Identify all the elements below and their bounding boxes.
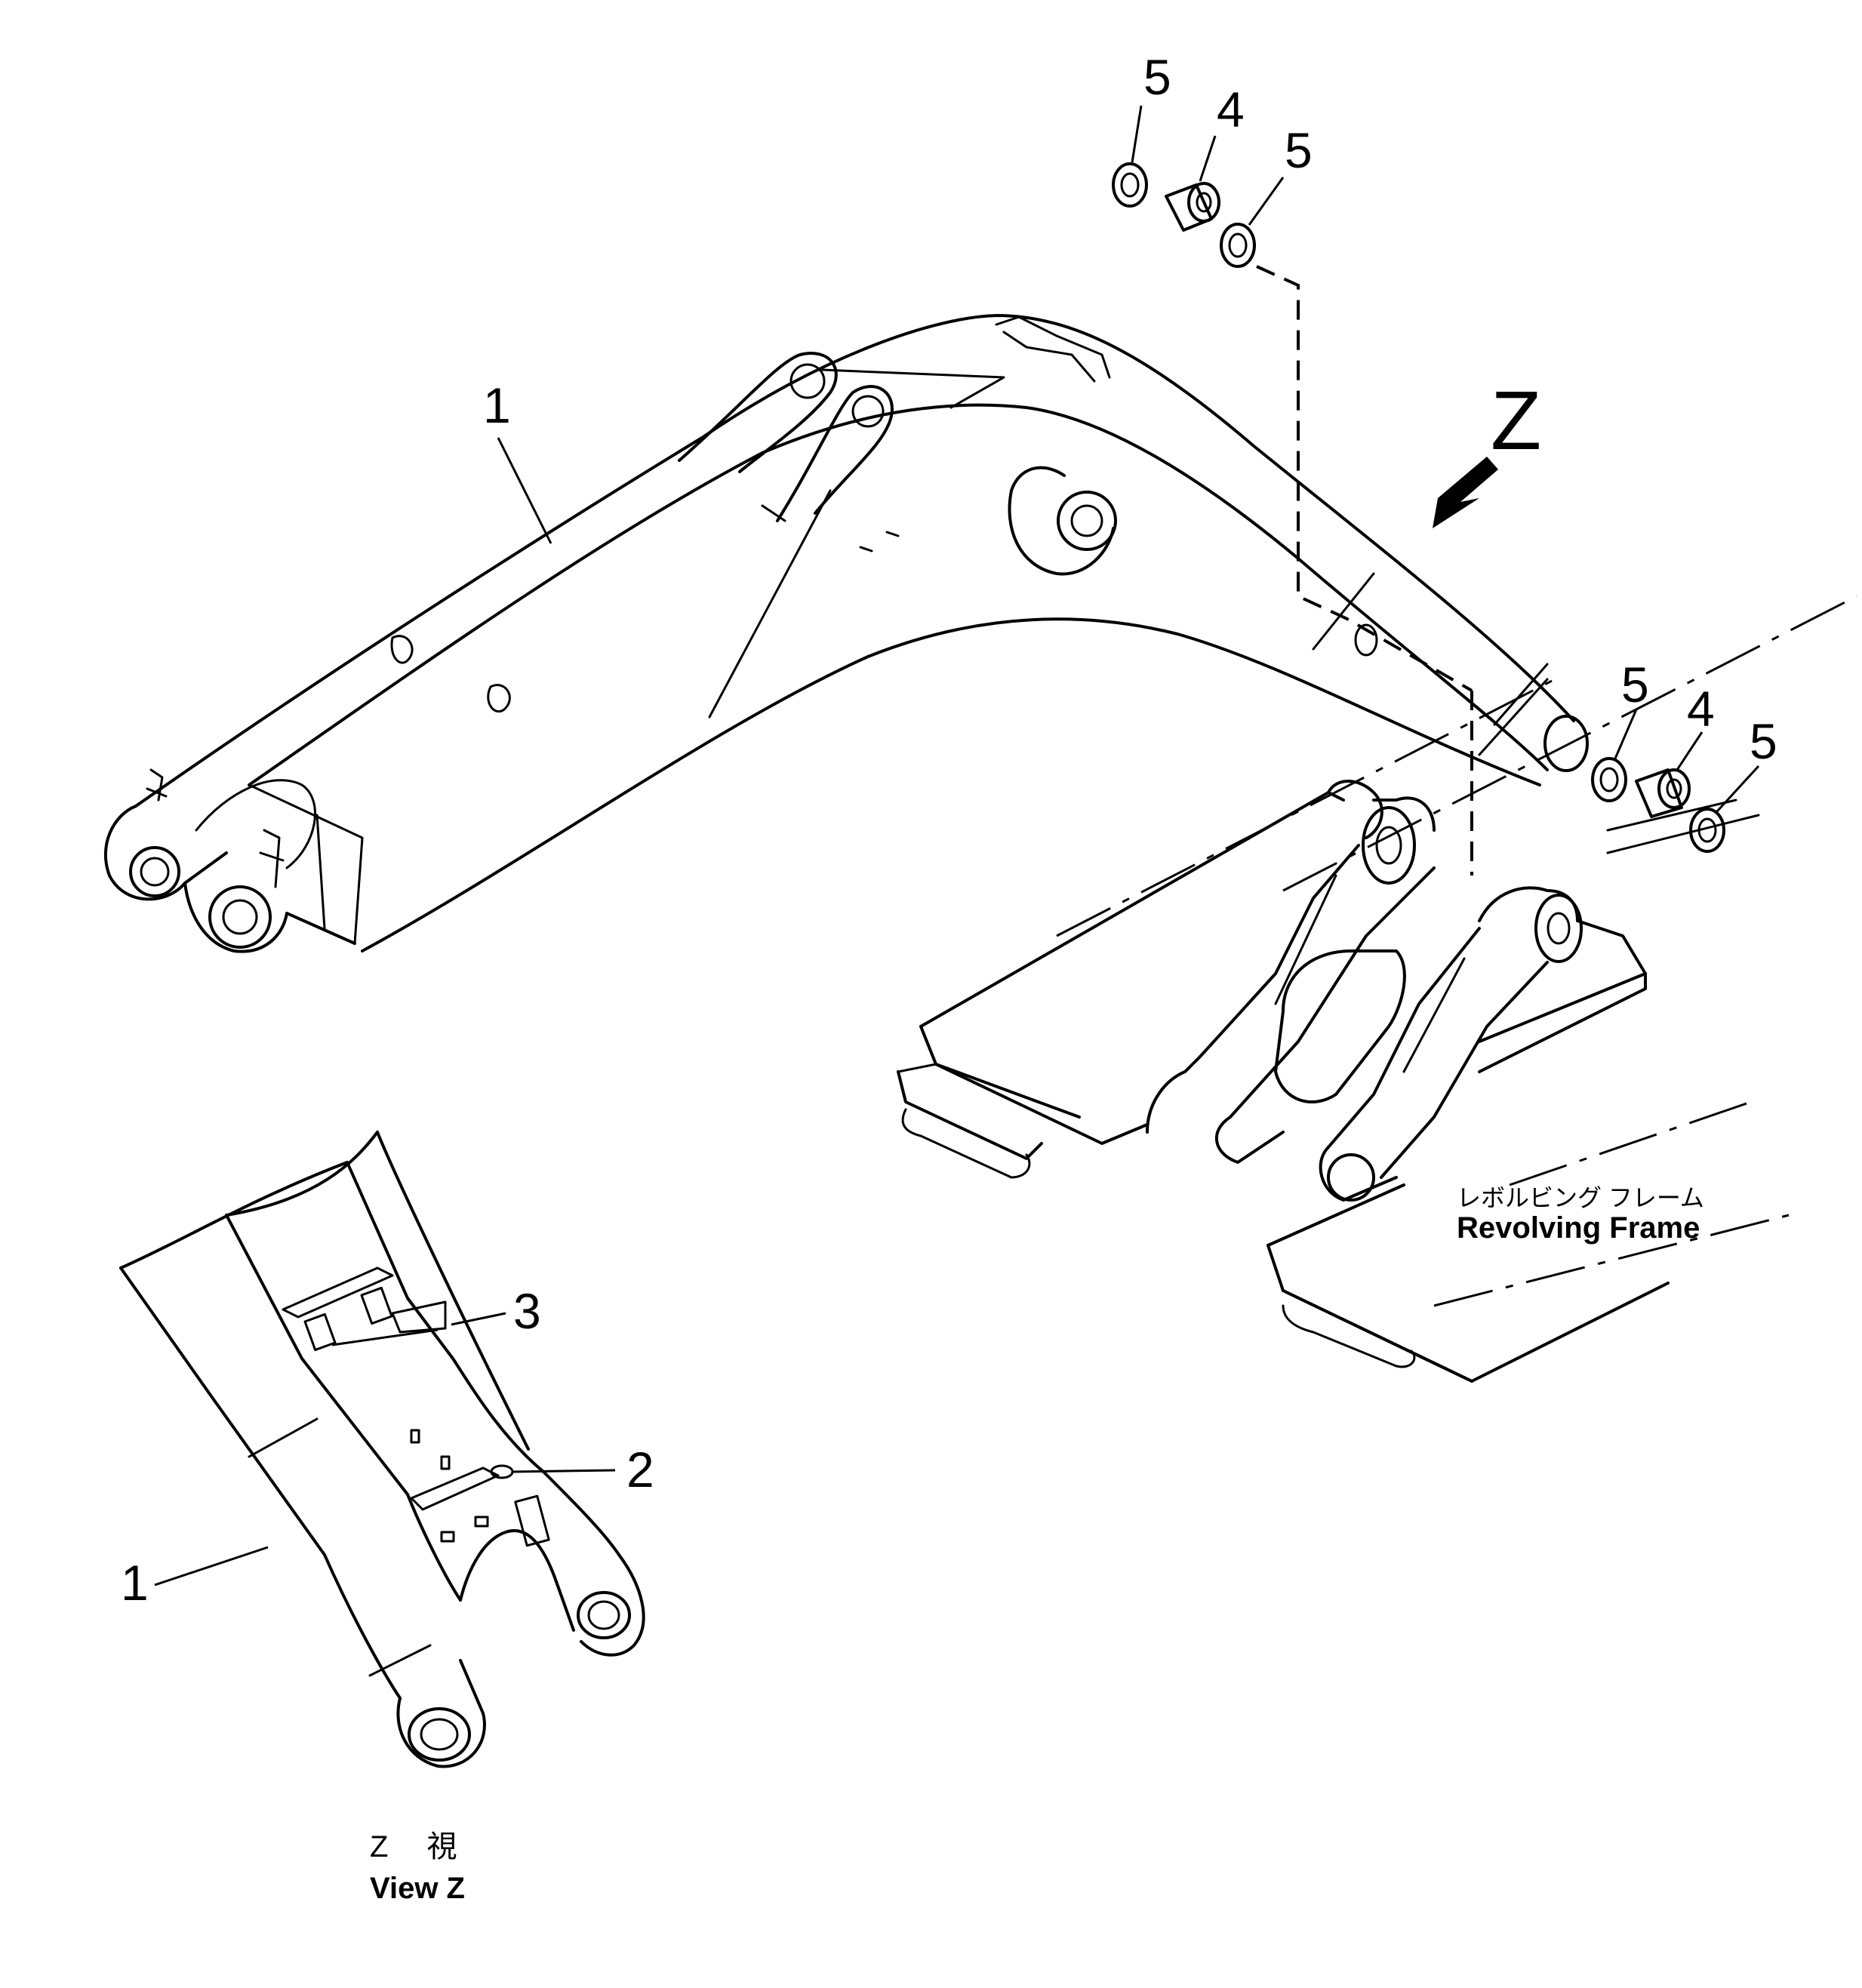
callout-bushing-right: 4 bbox=[1687, 681, 1715, 737]
callout-bushing-top: 4 bbox=[1217, 82, 1245, 137]
callout-seal-right-left: 5 bbox=[1621, 657, 1649, 712]
callout-seal-top-left: 5 bbox=[1143, 49, 1171, 105]
callout-boom-view-z: 1 bbox=[121, 1555, 149, 1611]
view-z-arrow bbox=[1433, 457, 1498, 528]
revolving-frame-label-ja: レボルビング フレーム bbox=[1457, 1184, 1704, 1211]
boom-callout-leader bbox=[497, 437, 552, 544]
callout-boom-main: 1 bbox=[483, 377, 511, 433]
view-z-caption-en: View Z bbox=[370, 1872, 465, 1905]
assembly-dashed-lines bbox=[1256, 265, 1473, 876]
callout-seal-right-right: 5 bbox=[1750, 713, 1777, 769]
bushing-top bbox=[1165, 182, 1220, 232]
seal-top-right bbox=[1220, 223, 1256, 268]
view-z-caption-ja: Z 視 bbox=[370, 1830, 457, 1863]
view-z-inset bbox=[119, 1131, 645, 1768]
callout-plate: 2 bbox=[626, 1442, 654, 1497]
bushing-right bbox=[1635, 768, 1691, 818]
top-bushing-set bbox=[1112, 105, 1285, 268]
callout-plate-small: 3 bbox=[513, 1283, 541, 1339]
view-arrow-letter: Z bbox=[1491, 374, 1541, 467]
revolving-frame bbox=[897, 595, 1857, 1383]
seal-right-left bbox=[1591, 757, 1627, 802]
callout-seal-top-right: 5 bbox=[1285, 122, 1313, 178]
right-bushing-set bbox=[1591, 709, 1760, 853]
revolving-frame-label-en: Revolving Frame bbox=[1457, 1211, 1700, 1245]
seal-top-left bbox=[1112, 162, 1148, 208]
boom-main bbox=[104, 314, 1589, 953]
